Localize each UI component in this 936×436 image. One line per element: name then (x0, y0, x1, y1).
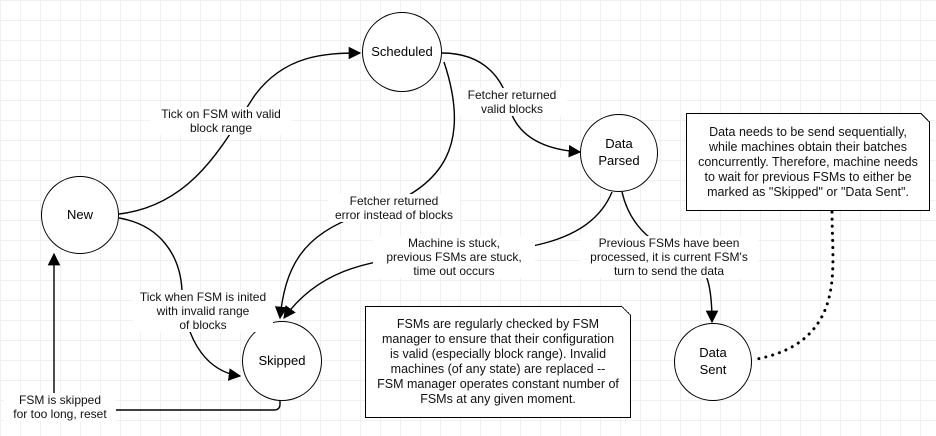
label-scheduled-to-skipped: Fetcher returned error instead of blocks (328, 194, 460, 222)
note-fsm-manager: FSMs are regularly checked by FSM manage… (365, 306, 631, 418)
note-sequential-send-text: Data needs to be send sequentially, whil… (698, 124, 918, 199)
note-fold-icon (622, 306, 631, 315)
state-data-sent[interactable]: Data Sent (674, 323, 752, 401)
edge-new-to-scheduled[interactable] (118, 46, 362, 215)
label-scheduled-to-data-parsed: Fetcher returned valid blocks (457, 88, 567, 116)
edge-scheduled-to-skipped[interactable] (274, 61, 456, 320)
note-fold-icon (921, 113, 930, 122)
state-skipped[interactable]: Skipped (242, 321, 322, 401)
label-new-to-skipped: Tick when FSM is inited with invalid ran… (133, 290, 273, 332)
label-data-parsed-to-data-sent: Previous FSMs have been processed, it is… (580, 236, 758, 278)
note-sequential-send: Data needs to be send sequentially, whil… (686, 113, 930, 211)
edge-skipped-to-new[interactable] (47, 252, 281, 411)
state-new[interactable]: New (41, 176, 119, 254)
label-skipped-to-new: FSM is skipped for too long, reset (4, 393, 116, 421)
label-data-parsed-to-skipped: Machine is stuck, previous FSMs are stuc… (373, 236, 535, 278)
state-data-parsed[interactable]: Data Parsed (580, 114, 658, 192)
note-connector-dotted (750, 210, 835, 362)
note-fsm-manager-text: FSMs are regularly checked by FSM manage… (377, 317, 619, 406)
state-scheduled[interactable]: Scheduled (362, 12, 442, 92)
label-new-to-scheduled: Tick on FSM with valid block range (150, 107, 292, 135)
